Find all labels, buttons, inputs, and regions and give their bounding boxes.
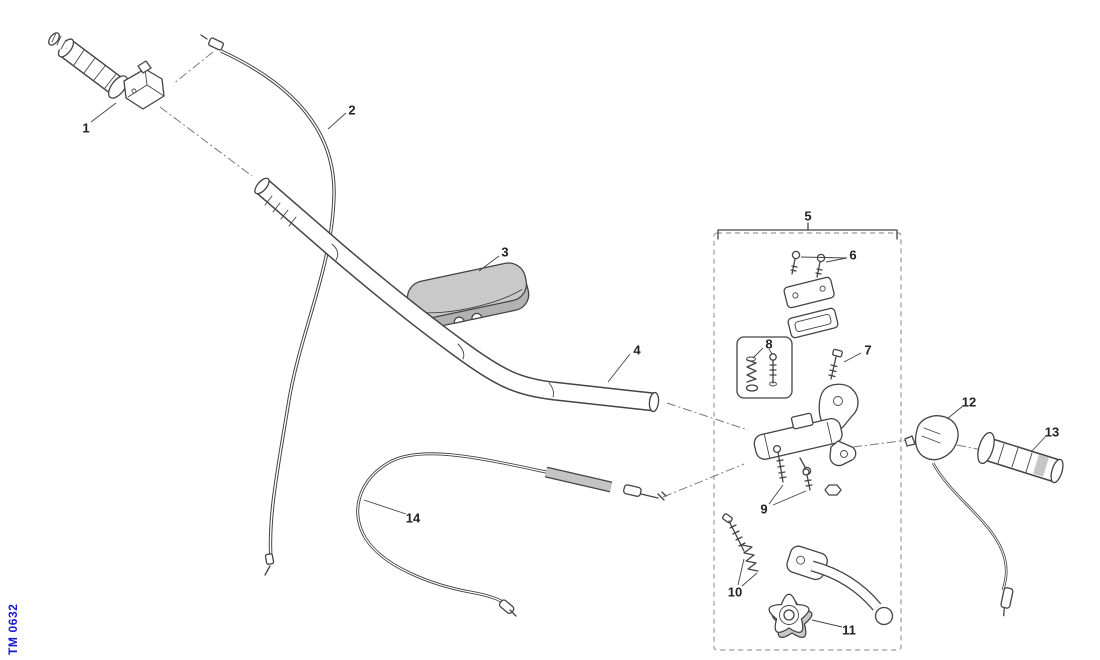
part-label-14: 14 <box>405 510 421 526</box>
part-8-piston-kit <box>736 336 793 399</box>
part-label-9: 9 <box>760 501 768 517</box>
part-6-reservoir-cap-set <box>783 250 848 339</box>
part-label-2: 2 <box>348 102 356 118</box>
part-1-throttle-grip <box>48 32 165 123</box>
part-11-star-knob <box>768 593 843 639</box>
clutch-lever-assembly <box>786 545 894 626</box>
part-label-1: 1 <box>82 120 90 136</box>
part-label-11: 11 <box>842 622 856 638</box>
part-label-6: 6 <box>849 247 857 263</box>
part-label-10: 10 <box>727 584 743 600</box>
part-label-8: 8 <box>765 336 773 352</box>
construction-lines <box>159 51 983 498</box>
leader-3 <box>478 255 500 272</box>
document-code: TM 0632 <box>6 603 20 655</box>
part-9-mounting-bolts <box>768 444 842 506</box>
part-3-handlebar-pad <box>406 262 530 330</box>
part-10-screw-spring <box>721 513 759 587</box>
group-5-enclosure <box>713 222 902 651</box>
part-12-switch-unit <box>904 405 1014 617</box>
part-13-hand-grip <box>975 431 1066 484</box>
part-7-clamp-bolt <box>818 348 862 431</box>
part-14-clutch-cable <box>356 452 667 617</box>
part-label-3: 3 <box>501 244 509 260</box>
part-label-12: 12 <box>961 394 977 410</box>
part-label-4: 4 <box>633 342 641 358</box>
part-label-7: 7 <box>864 342 872 358</box>
part-4-handlebar <box>252 176 659 413</box>
part-2-throttle-cable <box>200 34 347 576</box>
part-label-13: 13 <box>1044 424 1060 440</box>
part-label-5: 5 <box>804 208 812 224</box>
